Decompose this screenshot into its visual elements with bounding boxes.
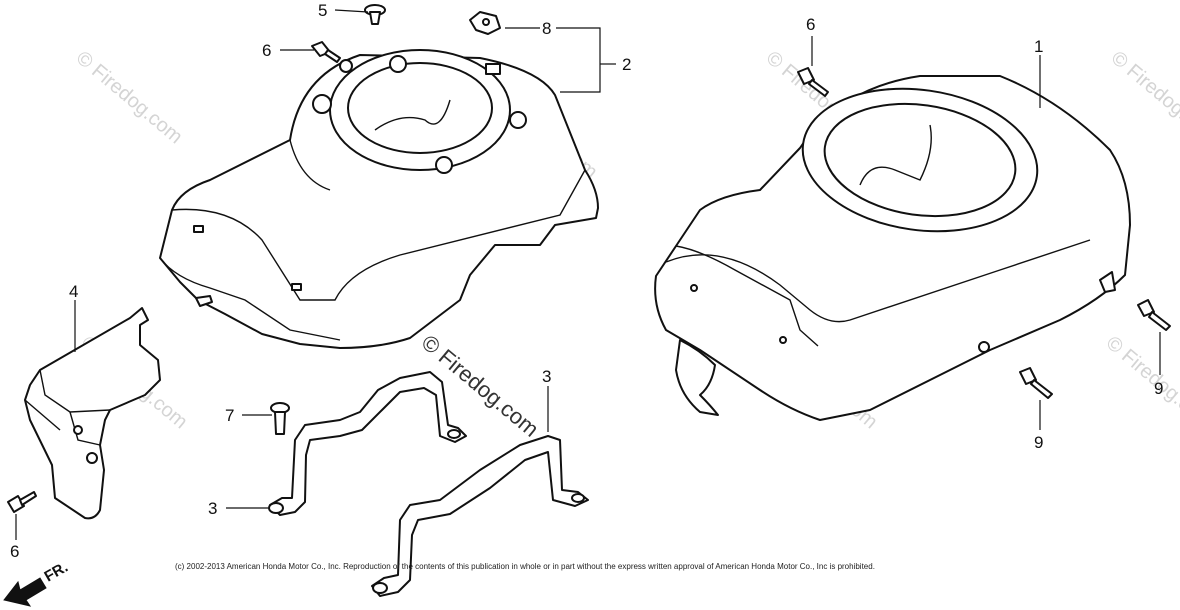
bolt-6-upper-right: [797, 67, 829, 97]
bolt-7: [270, 402, 290, 435]
callout-3-right: 3: [542, 367, 551, 386]
watermark-4: © Firedog.com: [1107, 47, 1180, 148]
callout-5: 5: [318, 1, 327, 20]
callout-6-upper-right: 6: [806, 15, 815, 34]
callout-9-upper: 9: [1154, 379, 1163, 398]
watermark-7: © Firedog.com: [1102, 332, 1180, 433]
bolt-9-lower: [1019, 367, 1053, 399]
bolt-6-upper-left: [311, 41, 341, 63]
callout-6-upper-left: 6: [262, 41, 271, 60]
fan-cover-left: [159, 49, 599, 349]
callout-9-lower: 9: [1034, 433, 1043, 452]
callout-8: 8: [542, 19, 551, 38]
fan-cover-right: [654, 75, 1131, 421]
callout-6-lower-left: 6: [10, 542, 19, 561]
callout-2: 2: [622, 55, 631, 74]
callout-7: 7: [225, 406, 234, 425]
copyright-notice: (c) 2002-2013 American Honda Motor Co., …: [175, 562, 875, 571]
front-direction-arrow: FR.: [3, 559, 71, 607]
callout-1: 1: [1034, 37, 1043, 56]
callout-4: 4: [69, 282, 78, 301]
bracket-right: [371, 435, 589, 597]
clip-part-8: [469, 11, 501, 35]
bolt-9-upper: [1137, 299, 1171, 331]
direction-label: FR.: [42, 559, 71, 586]
shroud-plate: [24, 307, 161, 520]
bolt-6-lower-left: [7, 491, 37, 513]
callout-3-left: 3: [208, 499, 217, 518]
callouts: 5 6 8 2 6 1 4 7 3 3 6 9 9: [10, 1, 1163, 561]
watermark-1: © Firedog.com: [72, 47, 187, 148]
arrow-icon: [3, 577, 47, 607]
bracket-left: [268, 371, 467, 516]
grommet-part-5: [364, 4, 386, 25]
leader-lines: [15, 9, 1161, 540]
